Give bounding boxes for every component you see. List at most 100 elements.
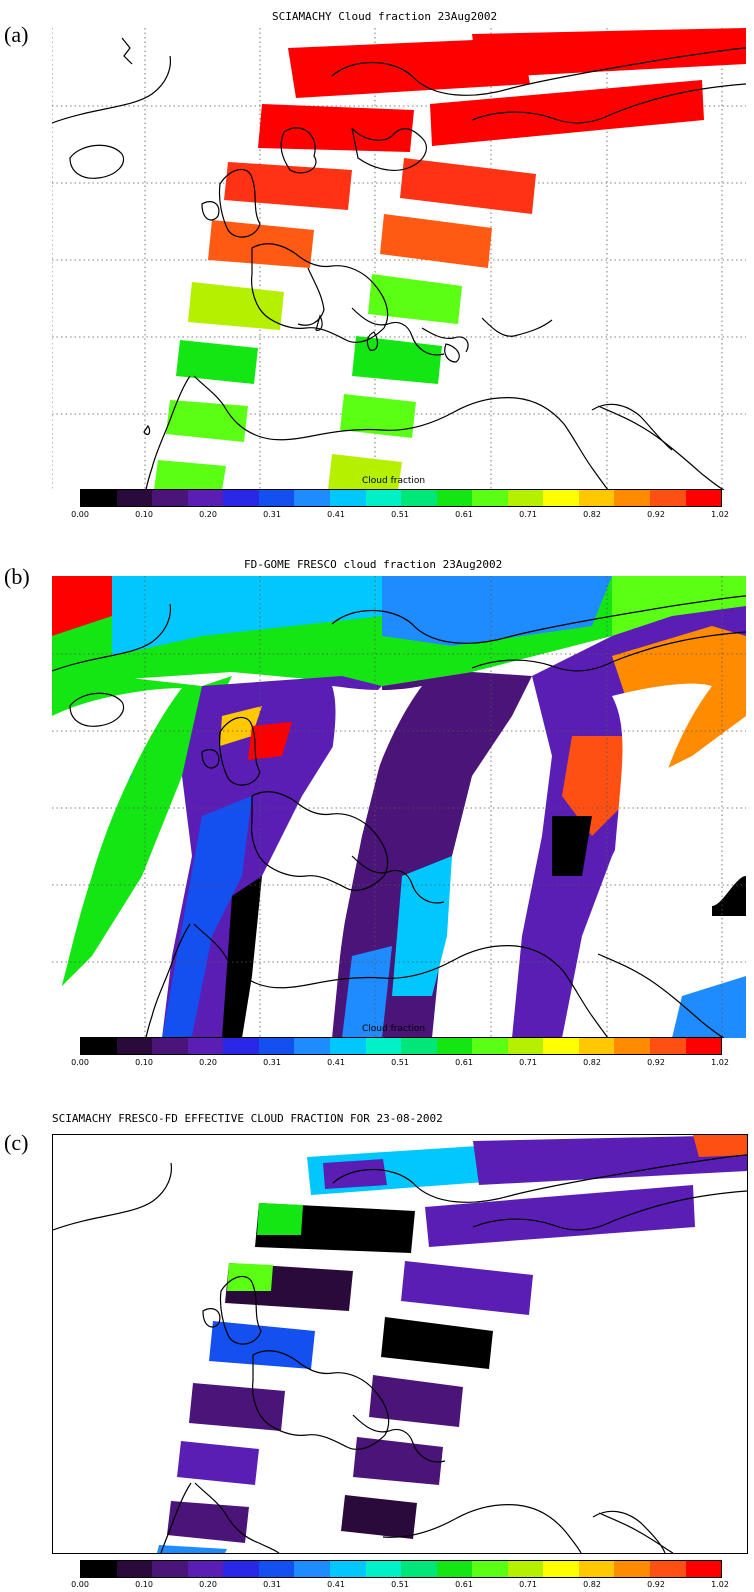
map-area[interactable] [52, 576, 746, 1038]
colorbar-tick: 0.61 [455, 1580, 473, 1589]
colorbar [80, 1037, 722, 1055]
map-area[interactable] [52, 28, 746, 490]
colorbar-swatch [258, 1561, 295, 1577]
colorbar-swatch [187, 1561, 224, 1577]
colorbar-tick: 0.51 [391, 510, 409, 519]
colorbar-tick: 0.82 [583, 1580, 601, 1589]
colorbar-swatch [258, 490, 295, 506]
colorbar-swatch [116, 1561, 153, 1577]
colorbar-swatch [685, 1561, 722, 1577]
swath-tiles [154, 28, 746, 490]
colorbar-swatch [116, 490, 153, 506]
colorbar-swatch [223, 1561, 259, 1577]
coastlines [53, 1154, 747, 1553]
colorbar-swatch [187, 1038, 224, 1054]
map-area[interactable] [52, 1134, 748, 1554]
map-canvas [52, 28, 746, 490]
colorbar-tick: 0.71 [519, 510, 537, 519]
colorbar-ticks: 0.00 0.10 0.20 0.31 0.41 0.51 0.61 0.71 … [71, 1058, 729, 1070]
colorbar-swatch [294, 1561, 330, 1577]
colorbar-swatch [507, 490, 544, 506]
colorbar-tick: 0.20 [199, 510, 217, 519]
colorbar-tick: 0.92 [647, 510, 665, 519]
colorbar-swatch [152, 1561, 188, 1577]
colorbar-label: Cloud fraction [362, 1024, 426, 1034]
colorbar-tick: 0.31 [263, 1580, 281, 1589]
colorbar-tick: 1.02 [711, 1580, 729, 1589]
colorbar-tick: 0.20 [199, 1580, 217, 1589]
colorbar-tick: 0.41 [327, 1580, 345, 1589]
colorbar-swatch [365, 490, 402, 506]
colorbar-swatch [578, 490, 615, 506]
colorbar-swatch [543, 490, 579, 506]
colorbar-swatch [614, 1038, 650, 1054]
colorbar-tick: 0.51 [391, 1058, 409, 1067]
colorbar-swatch [685, 490, 722, 506]
colorbar-swatch [258, 1038, 295, 1054]
colorbar-tick: 0.31 [263, 510, 281, 519]
colorbar-swatch [614, 1561, 650, 1577]
colorbar-tick: 0.92 [647, 1058, 665, 1067]
colorbar-swatch [294, 1038, 330, 1054]
colorbar-swatch [187, 490, 224, 506]
colorbar-swatch [223, 490, 259, 506]
colorbar-tick: 1.02 [711, 510, 729, 519]
colorbar-tick: 0.61 [455, 510, 473, 519]
colorbar-tick: 0.61 [455, 1058, 473, 1067]
colorbar-swatch [436, 1561, 473, 1577]
colorbar-tick: 0.82 [583, 510, 601, 519]
map-canvas [52, 576, 746, 1038]
colorbar-label: Cloud fraction [362, 476, 426, 486]
colorbar-tick: 0.00 [71, 510, 89, 519]
colorbar-tick: 0.00 [71, 1058, 89, 1067]
colorbar-swatch [223, 1038, 259, 1054]
colorbar-tick: 0.10 [135, 510, 153, 519]
colorbar-swatch [578, 1561, 615, 1577]
colorbar-swatch [685, 1038, 722, 1054]
colorbar-ticks: 0.00 0.10 0.20 0.31 0.41 0.51 0.61 0.71 … [71, 510, 729, 522]
colorbar-swatch [543, 1038, 579, 1054]
colorbar-tick: 1.02 [711, 1058, 729, 1067]
colorbar-swatch [152, 490, 188, 506]
colorbar-swatch [401, 1038, 437, 1054]
colorbar-swatch [650, 1038, 686, 1054]
colorbar-tick: 0.92 [647, 1580, 665, 1589]
colorbar-tick: 0.71 [519, 1058, 537, 1067]
panel-b: (b) FD-GOME FRESCO cloud fraction 23Aug2… [0, 548, 754, 1088]
colorbar-tick: 0.20 [199, 1058, 217, 1067]
colorbar-swatch [365, 1038, 402, 1054]
panel-letter: (b) [4, 564, 30, 589]
colorbar-swatch [81, 1038, 117, 1054]
colorbar-swatch [294, 490, 330, 506]
colorbar-tick: 0.71 [519, 1580, 537, 1589]
colorbar-swatch [116, 1038, 153, 1054]
colorbar-ticks: 0.00 0.10 0.20 0.31 0.41 0.51 0.61 0.71 … [71, 1580, 729, 1592]
colorbar-swatch [436, 490, 473, 506]
colorbar-tick: 0.82 [583, 1058, 601, 1067]
colorbar-swatch [329, 490, 366, 506]
colorbar-swatch [472, 1561, 508, 1577]
panel-title: SCIAMACHY FRESCO-FD EFFECTIVE CLOUD FRAC… [52, 1112, 443, 1125]
colorbar-tick: 0.41 [327, 510, 345, 519]
colorbar-swatch [578, 1038, 615, 1054]
no-data-gaps [52, 683, 746, 1038]
panel-a: (a) SCIAMACHY Cloud fraction 23Aug2002 [0, 0, 754, 530]
colorbar-swatch [650, 490, 686, 506]
colorbar-swatch [543, 1561, 579, 1577]
colorbar-tick: 0.41 [327, 1058, 345, 1067]
colorbar-tick: 0.10 [135, 1058, 153, 1067]
colorbar-swatch [401, 490, 437, 506]
colorbar-swatch [152, 1038, 188, 1054]
colorbar-swatch [81, 1561, 117, 1577]
colorbar [80, 1560, 722, 1578]
colorbar-tick: 0.00 [71, 1580, 89, 1589]
colorbar-tick: 0.51 [391, 1580, 409, 1589]
colorbar-swatch [650, 1561, 686, 1577]
colorbar-swatch [507, 1561, 544, 1577]
colorbar-swatch [81, 490, 117, 506]
colorbar-swatch [436, 1038, 473, 1054]
coastlines [52, 595, 746, 1038]
colorbar-swatch [472, 490, 508, 506]
colorbar-tick: 0.10 [135, 1580, 153, 1589]
panel-title: SCIAMACHY Cloud fraction 23Aug2002 [272, 10, 498, 23]
